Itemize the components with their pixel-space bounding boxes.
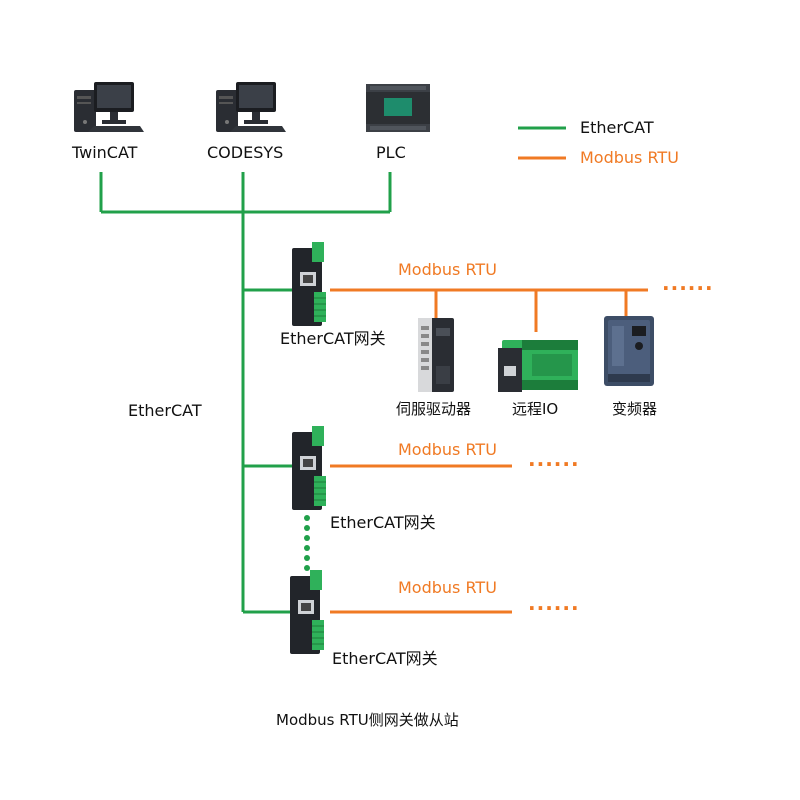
gateway-1-label: EtherCAT网关 [280, 329, 386, 348]
gateway-3-label: EtherCAT网关 [332, 649, 438, 668]
gateway-1-modbus-label: Modbus RTU [398, 260, 497, 279]
gateway-chain-dots [304, 515, 310, 571]
gateway-1-continuation: ······ [662, 276, 714, 300]
master-label-codesys: CODESYS [207, 143, 284, 162]
gateway-device-icon [292, 426, 326, 510]
gateway-device-icon [290, 570, 324, 654]
servo-drive-icon [418, 318, 454, 392]
inverter-icon [604, 316, 654, 386]
legend-modbus-label: Modbus RTU [580, 148, 679, 167]
remote-io-icon [498, 340, 578, 392]
master-label-plc: PLC [376, 143, 406, 162]
diagram-caption: Modbus RTU侧网关做从站 [276, 711, 459, 729]
slave-label-inverter: 变频器 [612, 400, 658, 418]
gateway-3-modbus-label: Modbus RTU [398, 578, 497, 597]
desktop-pc-icon [216, 82, 286, 132]
gateway-device-icon [292, 242, 326, 326]
master-label-twincat: TwinCAT [72, 143, 138, 162]
gateway-2-label: EtherCAT网关 [330, 513, 436, 532]
ethercat-lines [99, 172, 392, 614]
ethercat-bus-label: EtherCAT [128, 401, 202, 420]
modbus-lines [330, 288, 648, 614]
gateway-2-continuation: ······ [528, 452, 580, 476]
slave-label-remote-io: 远程IO [512, 400, 559, 418]
legend [518, 126, 566, 160]
gateway-3-continuation: ······ [528, 596, 580, 620]
desktop-pc-icon [74, 82, 144, 132]
plc-icon [366, 84, 430, 132]
legend-ethercat-label: EtherCAT [580, 118, 654, 137]
slave-label-servo: 伺服驱动器 [396, 400, 472, 418]
gateway-2-modbus-label: Modbus RTU [398, 440, 497, 459]
